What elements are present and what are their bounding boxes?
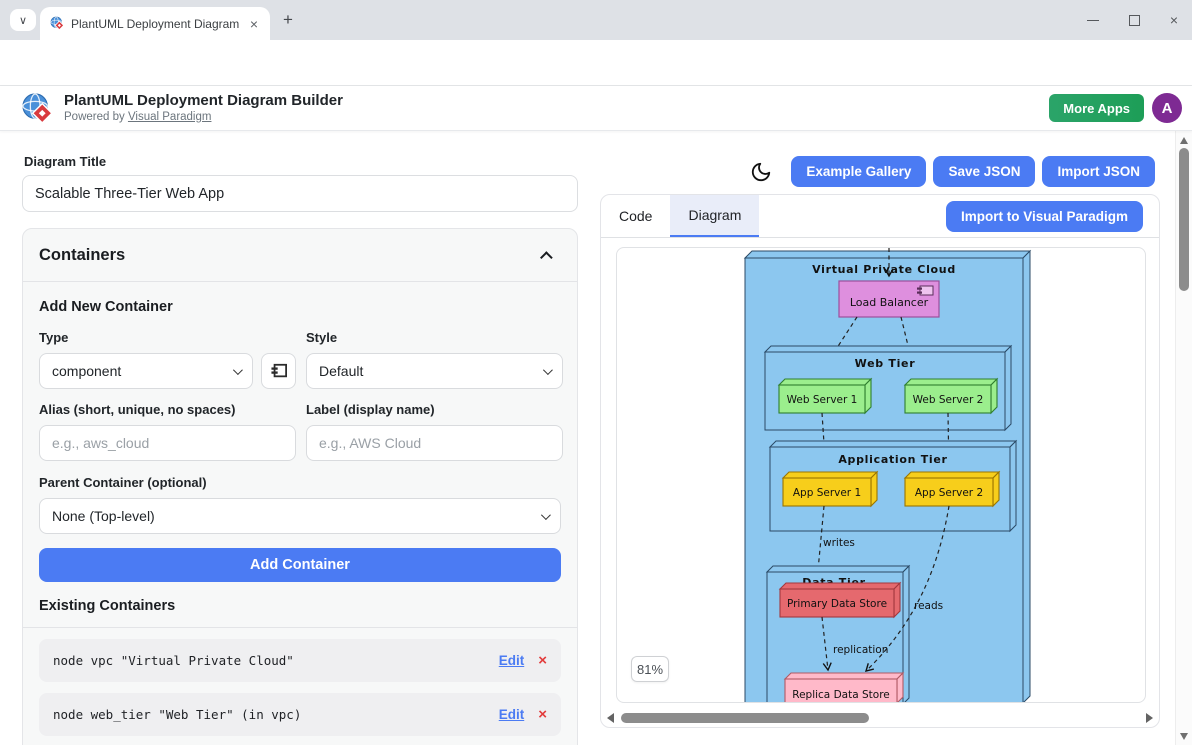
label-input[interactable]	[306, 425, 563, 461]
add-new-container-title: Add New Container	[39, 299, 173, 315]
web-server-1-node	[777, 377, 873, 415]
vertical-scroll-thumb[interactable]	[1179, 148, 1189, 291]
dark-mode-toggle[interactable]	[750, 161, 772, 183]
scroll-right-arrow-icon[interactable]	[1146, 713, 1153, 723]
plantuml-diagram: Virtual Private Cloud Load Balancer	[743, 248, 1032, 702]
style-select[interactable]: Default	[306, 353, 563, 389]
favicon-visual-paradigm	[50, 16, 65, 31]
chevron-down-icon	[232, 364, 243, 375]
tab-search-button[interactable]: ∨	[10, 9, 36, 31]
web-tier-title: Web Tier	[855, 357, 916, 370]
powered-by-prefix: Powered by	[64, 111, 128, 123]
tab-close-icon[interactable]: ×	[249, 15, 259, 32]
container-row: node web_tier "Web Tier" (in vpc) Edit ×	[39, 693, 561, 736]
web-server-2-node	[903, 377, 999, 415]
replica-data-store-node	[783, 671, 905, 702]
writes-label: writes	[823, 537, 855, 549]
style-select-value: Default	[319, 363, 364, 379]
preview-tabs: Code Diagram	[601, 195, 1159, 238]
edit-container-link[interactable]: Edit	[498, 653, 525, 668]
diagram-title-label: Diagram Title	[24, 154, 107, 169]
tab-code[interactable]: Code	[619, 208, 653, 224]
web-server-2-label: Web Server 2	[913, 394, 984, 406]
window-maximize-button[interactable]	[1128, 14, 1140, 26]
type-select-value: component	[52, 363, 122, 379]
component-icon	[270, 363, 287, 378]
new-tab-button[interactable]: +	[283, 10, 293, 29]
containers-section-title: Containers	[39, 246, 126, 264]
scroll-up-arrow-icon[interactable]	[1180, 137, 1188, 144]
browser-titlebar: ∨ PlantUML Deployment Diagram × + ×	[0, 0, 1192, 40]
web-server-1-label: Web Server 1	[787, 394, 858, 406]
container-row: node vpc "Virtual Private Cloud" Edit ×	[39, 639, 561, 682]
more-apps-button[interactable]: More Apps	[1049, 94, 1144, 122]
label-label: Label (display name)	[306, 402, 435, 417]
application-tier-title: Application Tier	[838, 453, 947, 466]
alias-label: Alias (short, unique, no spaces)	[39, 402, 236, 417]
add-container-button[interactable]: Add Container	[39, 548, 561, 582]
chevron-down-icon	[542, 364, 553, 375]
replication-label: replication	[833, 644, 888, 656]
app-server-2-node	[903, 470, 1001, 508]
import-json-button[interactable]: Import JSON	[1042, 156, 1155, 187]
replica-data-store-label: Replica Data Store	[792, 689, 890, 701]
window-close-button[interactable]: ×	[1169, 12, 1178, 28]
parent-container-label: Parent Container (optional)	[39, 475, 207, 490]
page-scrollbar[interactable]	[1175, 131, 1192, 745]
diagram-horizontal-scrollbar[interactable]	[605, 711, 1155, 725]
tab-diagram[interactable]: Diagram	[670, 195, 760, 237]
scroll-down-arrow-icon[interactable]	[1180, 733, 1188, 740]
primary-data-store-label: Primary Data Store	[787, 598, 887, 610]
browser-toolbar: ai-toolbox.visual-paradigm.com/app/plant…	[0, 40, 1192, 120]
vpc-title: Virtual Private Cloud	[812, 263, 956, 276]
horizontal-scroll-thumb[interactable]	[621, 713, 869, 723]
app-server-1-node	[781, 470, 879, 508]
app-server-1-label: App Server 1	[793, 487, 861, 499]
example-gallery-button[interactable]: Example Gallery	[791, 156, 927, 187]
type-label: Type	[39, 330, 69, 345]
divider	[23, 627, 577, 628]
alias-input[interactable]	[39, 425, 296, 461]
parent-select-value: None (Top-level)	[52, 508, 155, 524]
powered-by: Powered by Visual Paradigm	[64, 111, 211, 123]
load-balancer-label: Load Balancer	[850, 296, 929, 309]
existing-containers-title: Existing Containers	[39, 598, 176, 614]
visual-paradigm-link[interactable]: Visual Paradigm	[127, 111, 212, 123]
primary-data-store-node	[778, 581, 902, 619]
app-header: PlantUML Deployment Diagram Builder Powe…	[0, 86, 1192, 131]
window-minimize-button[interactable]	[1086, 19, 1099, 21]
container-row-text: node web_tier "Web Tier" (in vpc)	[53, 707, 302, 722]
zoom-level-badge: 81%	[631, 656, 669, 682]
parent-container-select[interactable]: None (Top-level)	[39, 498, 561, 534]
containers-card: Containers Add New Container Type compon…	[22, 228, 578, 745]
diagram-title-input[interactable]	[22, 175, 578, 212]
save-json-button[interactable]: Save JSON	[933, 156, 1036, 187]
app-user-avatar[interactable]: A	[1152, 93, 1182, 123]
replication-edge	[821, 616, 832, 672]
type-select[interactable]: component	[39, 353, 253, 389]
import-to-visual-paradigm-button[interactable]: Import to Visual Paradigm	[945, 201, 1143, 232]
moon-icon	[752, 162, 771, 181]
top-actions: Example Gallery Save JSON Import JSON	[750, 156, 1155, 187]
browser-tab[interactable]: PlantUML Deployment Diagram ×	[40, 7, 270, 40]
component-icon-button[interactable]	[261, 353, 296, 389]
load-balancer-node: Load Balancer	[838, 280, 940, 318]
scroll-left-arrow-icon[interactable]	[607, 713, 614, 723]
reads-label: reads	[914, 600, 943, 612]
container-row-text: node vpc "Virtual Private Cloud"	[53, 653, 294, 668]
preview-panel: Code Diagram Import to Visual Paradigm V…	[600, 194, 1160, 728]
edit-container-link[interactable]: Edit	[498, 707, 525, 722]
delete-container-icon[interactable]: ×	[538, 652, 547, 669]
delete-container-icon[interactable]: ×	[538, 706, 547, 723]
tab-title: PlantUML Deployment Diagram	[71, 16, 240, 31]
collapse-chevron-icon[interactable]	[540, 251, 553, 264]
page-title: PlantUML Deployment Diagram Builder	[64, 92, 343, 109]
app-server-2-label: App Server 2	[915, 487, 983, 499]
diagram-canvas[interactable]: Virtual Private Cloud Load Balancer	[616, 247, 1146, 703]
style-label: Style	[306, 330, 338, 345]
divider	[23, 281, 577, 282]
app-logo	[22, 93, 53, 124]
chevron-down-icon	[540, 509, 551, 520]
